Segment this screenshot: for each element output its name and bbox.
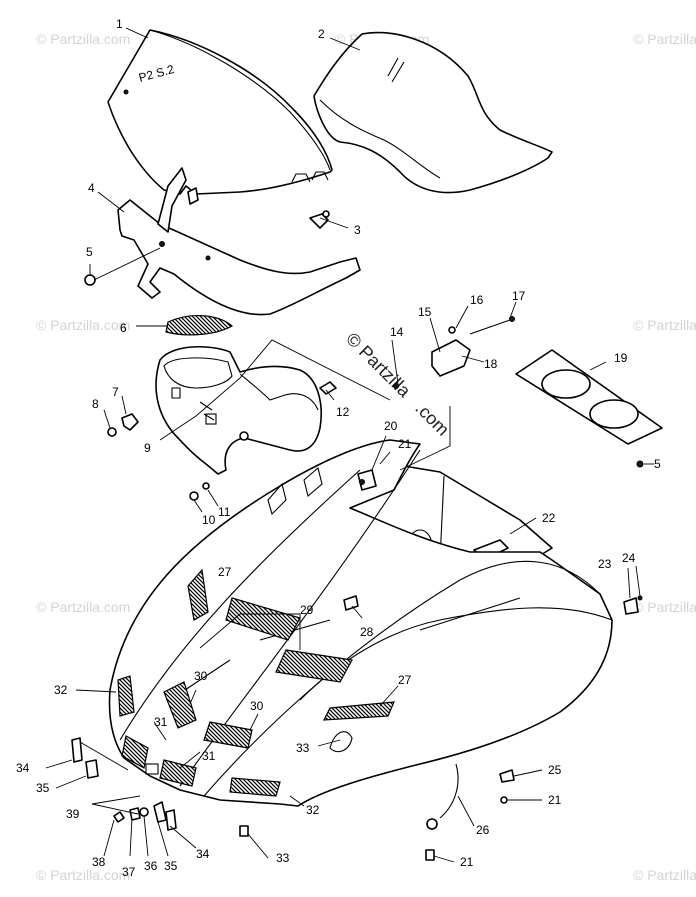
- callout-15: 15: [418, 305, 432, 319]
- watermark-lower-left: © Partzilla.com: [36, 599, 130, 615]
- callout-1: 1: [116, 17, 123, 31]
- watermark-center-domain: .com: [411, 398, 453, 440]
- callout-4: 4: [88, 181, 95, 195]
- callout-34-left: 34: [16, 761, 30, 775]
- callout-18: 18: [484, 357, 498, 371]
- callout-33-lower: 33: [276, 851, 290, 865]
- clip-part-3: [309, 210, 330, 229]
- watermark-center-brand: © Partzilla: [342, 329, 415, 402]
- screw-part-5-left: [84, 274, 96, 286]
- hood-part: [108, 439, 613, 807]
- callout-11: 11: [218, 505, 231, 519]
- callout-30-upper: 30: [194, 669, 208, 683]
- callout-38: 38: [92, 855, 106, 869]
- callout-8: 8: [92, 397, 99, 411]
- callout-31-lower: 31: [202, 749, 216, 763]
- callout-3: 3: [354, 223, 361, 237]
- callout-27-top: 27: [218, 565, 232, 579]
- callout-20: 20: [384, 419, 398, 433]
- windshield-bracket-part: [117, 167, 361, 316]
- callout-14: 14: [390, 325, 404, 339]
- callout-30-lower: 30: [250, 699, 264, 713]
- callout-34-right: 34: [196, 847, 210, 861]
- callout-21-top: 21: [398, 437, 412, 451]
- callout-23: 23: [598, 557, 612, 571]
- callout-32-right: 32: [306, 803, 320, 817]
- callout-16: 16: [470, 293, 484, 307]
- watermark-bottom-left: © Partzilla.com: [36, 867, 130, 883]
- callout-labels: 1 2 3 4 5 5 6 7 8 9 10 11 12 14 15 16 17…: [16, 17, 661, 879]
- callout-28: 28: [360, 625, 374, 639]
- hardware-left-group: [107, 381, 337, 501]
- callout-5-right: 5: [654, 457, 661, 471]
- watermark-mid-left: © Partzilla.com: [36, 317, 130, 333]
- windshield-part: P2 S.2: [107, 29, 333, 195]
- callout-2: 2: [318, 27, 325, 41]
- callout-32-left: 32: [54, 683, 68, 697]
- callout-5-left: 5: [86, 245, 93, 259]
- watermark-top-right: © Partzilla.com: [633, 31, 696, 47]
- callout-7: 7: [112, 385, 119, 399]
- watermark-bottom-right: © Partzilla.com: [633, 867, 696, 883]
- callout-25: 25: [548, 763, 562, 777]
- callout-22: 22: [542, 511, 556, 525]
- callout-27-lower: 27: [398, 673, 412, 687]
- callout-24: 24: [622, 551, 636, 565]
- headlight-housing-part: [155, 345, 322, 475]
- callout-35-left: 35: [36, 781, 50, 795]
- callout-33-upper: 33: [296, 741, 310, 755]
- watermark-top-left: © Partzilla.com: [36, 31, 130, 47]
- callout-21-bottom: 21: [460, 855, 474, 869]
- watermark-mid-right: © Partzilla.com: [633, 317, 696, 333]
- callout-19: 19: [614, 351, 628, 365]
- callout-10: 10: [202, 513, 216, 527]
- callout-21-mid: 21: [548, 793, 562, 807]
- callout-17: 17: [512, 289, 526, 303]
- callout-31-upper: 31: [154, 715, 168, 729]
- adjuster-group: [393, 316, 515, 389]
- callout-36: 36: [144, 859, 158, 873]
- callout-6: 6: [120, 321, 127, 335]
- callout-35-right: 35: [164, 859, 178, 873]
- dash-cover-part: [313, 31, 553, 194]
- watermark-lower-right: © Partzilla.com: [633, 599, 696, 615]
- callout-37: 37: [122, 865, 136, 879]
- bezel-plate-part: [515, 349, 663, 468]
- misc-hardware-group: [71, 469, 643, 861]
- callout-26: 26: [476, 823, 490, 837]
- callout-9: 9: [144, 441, 151, 455]
- callout-12: 12: [336, 405, 350, 419]
- callout-39: 39: [66, 807, 80, 821]
- foam-pad-part: [165, 315, 234, 336]
- leader-lines: [45, 27, 654, 863]
- callout-29: 29: [300, 603, 314, 617]
